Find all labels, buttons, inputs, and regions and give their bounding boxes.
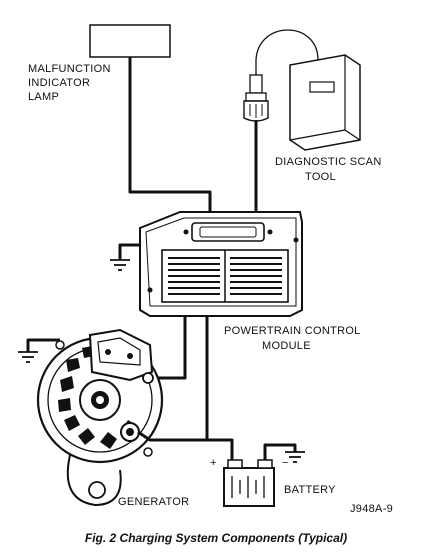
powertrain-control-module (139, 211, 303, 317)
battery-plus-sign: + (210, 457, 217, 469)
battery-ground-wire (263, 443, 297, 460)
pcm-label-line1: POWERTRAIN CONTROL (224, 325, 361, 337)
battery-ground-symbol (285, 451, 305, 463)
generator-ground-symbol (18, 351, 38, 363)
malfunction-label-line3: LAMP (28, 91, 59, 103)
malfunction-label-line1: MALFUNCTION (28, 63, 111, 75)
generator-label: GENERATOR (118, 496, 189, 508)
lamp-wire (128, 57, 212, 212)
scan-tool-connector (243, 74, 269, 122)
generator-output-wire (137, 430, 234, 460)
battery (223, 459, 275, 507)
scan-tool-label-line2: TOOL (305, 171, 336, 183)
figure-caption: Fig. 2 Charging System Components (Typic… (85, 531, 347, 545)
malfunction-label-line2: INDICATOR (28, 77, 90, 89)
pcm-ground-wire (118, 243, 140, 260)
generator (36, 328, 164, 507)
pcm-ground-symbol (110, 259, 130, 271)
malfunction-indicator-lamp (89, 24, 171, 58)
scan-tool-label-line1: DIAGNOSTIC SCAN (275, 156, 382, 168)
generator-ground-wire (26, 338, 60, 352)
battery-minus-sign: − (282, 457, 289, 469)
pcm-field-wire (150, 316, 187, 380)
scan-tool-cable (255, 29, 319, 75)
diagnostic-scan-tool (289, 54, 361, 151)
battery-label: BATTERY (284, 484, 336, 496)
figure-code: J948A-9 (350, 503, 393, 515)
pcm-label-line2: MODULE (262, 340, 311, 352)
